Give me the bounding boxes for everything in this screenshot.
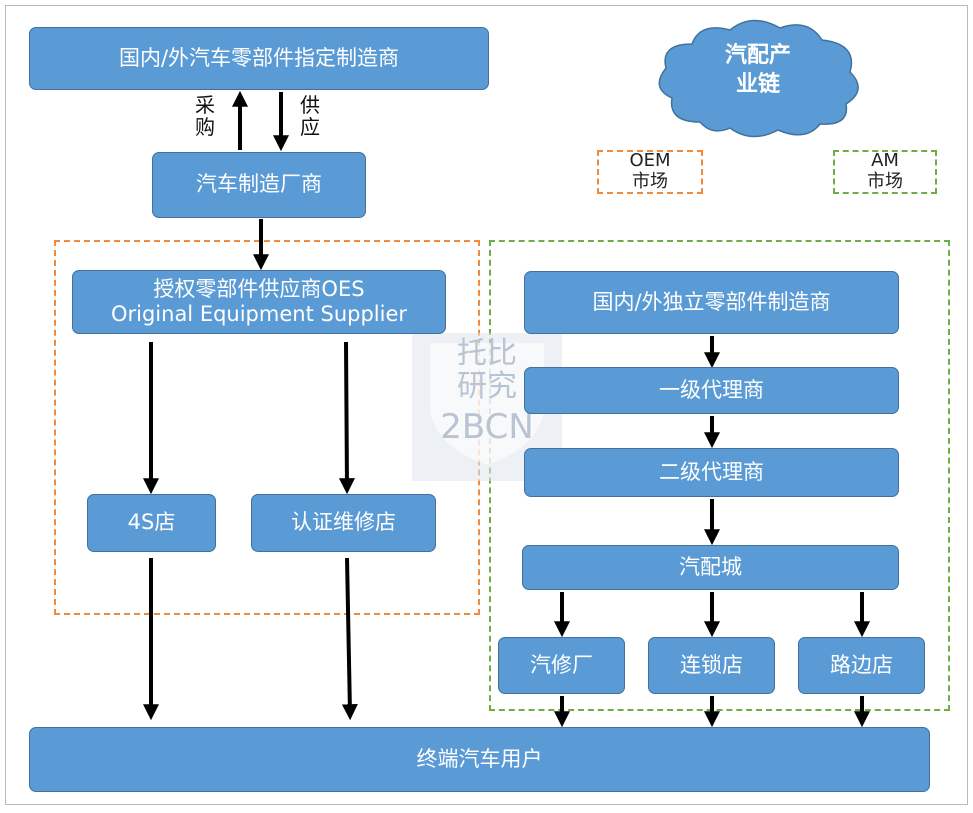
chain-store-box: 连锁店 <box>648 637 775 694</box>
cloud-title: 汽配产 业链 <box>683 42 833 99</box>
oes-line2: Original Equipment Supplier <box>110 302 408 326</box>
designated-manufacturer-box: 国内/外汽车零部件指定制造商 <box>29 27 489 90</box>
repair-shop-box: 汽修厂 <box>498 637 625 694</box>
cloud-line2: 业链 <box>735 71 780 97</box>
legend-oem-line2: 市场 <box>632 171 668 192</box>
legend-am-line2: 市场 <box>867 171 903 192</box>
watermark-line2: 研究 <box>457 369 517 404</box>
agent-level1-box: 一级代理商 <box>524 367 899 414</box>
certified-repair-box: 认证维修店 <box>251 494 436 552</box>
agent-level2-box: 二级代理商 <box>524 448 899 497</box>
legend-oem: OEM 市场 <box>597 150 703 194</box>
car-manufacturer-box: 汽车制造厂商 <box>152 152 366 218</box>
independent-manufacturer-box: 国内/外独立零部件制造商 <box>524 271 899 334</box>
store-4s-box: 4S店 <box>87 494 216 552</box>
roadside-store-box: 路边店 <box>798 637 925 694</box>
oes-line1: 授权零部件供应商OES <box>153 276 365 301</box>
watermark-line1: 托比 <box>457 336 517 371</box>
cloud-line1: 汽配产 <box>724 43 791 68</box>
legend-am-line1: AM <box>871 150 899 172</box>
label-purchase: 采购 <box>195 93 215 140</box>
legend-am: AM 市场 <box>833 150 937 194</box>
oes-box: 授权零部件供应商OES Original Equipment Supplier <box>72 270 446 334</box>
end-user-box: 终端汽车用户 <box>29 727 930 792</box>
label-supply: 供应 <box>300 93 320 140</box>
arrow-certified-to-user <box>341 557 358 721</box>
watermark-line3: 2BCN <box>440 407 534 447</box>
legend-oem-line1: OEM <box>629 150 671 172</box>
arrow-oes-to-certified <box>338 341 355 495</box>
parts-city-box: 汽配城 <box>522 545 899 590</box>
